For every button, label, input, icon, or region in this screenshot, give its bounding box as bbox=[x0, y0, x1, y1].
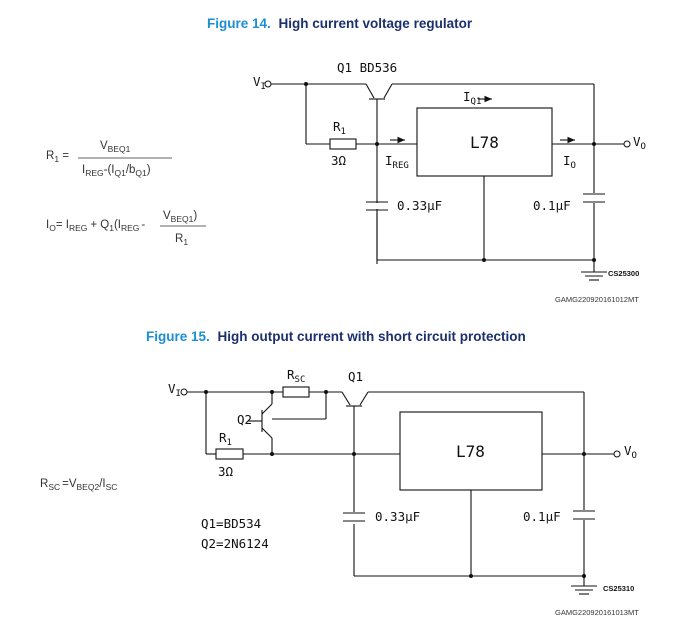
figure-14-vout-label: VO bbox=[633, 134, 646, 152]
figure-15-l78-block bbox=[399, 411, 543, 491]
figure-14-output-cap-label: 0.1µF bbox=[533, 198, 571, 213]
figure-14: Figure 14. High current voltage regulato… bbox=[46, 16, 646, 304]
figure-15-q2-part: Q2=2N6124 bbox=[201, 536, 269, 551]
figure-15-input-capacitor bbox=[343, 512, 365, 522]
figure-15-rsc-resistor bbox=[282, 386, 310, 398]
figure-15-equation-rsc: RSC=VBEQ2/ISC bbox=[40, 478, 117, 492]
figure-15: Figure 15. High output current with shor… bbox=[40, 329, 639, 617]
figure-14-q1-label: Q1 BD536 bbox=[337, 60, 397, 75]
figure-14-r1-resistor bbox=[329, 138, 357, 150]
figure-15-caption: Figure 15. High output current with shor… bbox=[146, 329, 526, 344]
figure-15-output-cap-label: 0.1µF bbox=[523, 509, 561, 524]
figure-14-number: Figure 14. bbox=[207, 16, 271, 31]
figure-14-ground-code: CS25300 bbox=[608, 269, 639, 278]
figure-14-input-capacitor bbox=[366, 201, 388, 211]
eq1-numerator: VBEQ1 bbox=[100, 140, 131, 154]
figure-14-r1-label: R1 bbox=[333, 119, 346, 137]
figure-14-io-label: IO bbox=[563, 153, 576, 171]
figure-14-equation-io: IO= IREG+ Q1(IREG- VBEQ1) R1 bbox=[46, 210, 206, 247]
figure-15-q1-label: Q1 bbox=[348, 369, 363, 384]
figure-14-ireg-label: IREG bbox=[385, 153, 409, 171]
figure-14-vin-label: VI bbox=[253, 74, 266, 92]
figure-15-q1-part: Q1=BD534 bbox=[201, 516, 261, 531]
eq2-main: IO= IREG+ Q1(IREG- bbox=[46, 219, 145, 233]
figure-14-l78-block bbox=[416, 107, 553, 177]
figure-15-l78-label: L78 bbox=[456, 442, 485, 461]
figure-14-title: High current voltage regulator bbox=[279, 16, 473, 31]
figure-15-ground-code: CS25310 bbox=[603, 584, 634, 593]
figure-14-l78-label: L78 bbox=[470, 133, 499, 152]
eq2-numerator: VBEQ1) bbox=[163, 210, 197, 224]
figure-15-title: High output current with short circuit p… bbox=[218, 329, 526, 344]
figure-15-r1-resistor bbox=[215, 448, 244, 460]
figure-15-number: Figure 15. bbox=[146, 329, 210, 344]
eq1-denominator: IREG-(IQ1/bQ1) bbox=[82, 164, 151, 178]
figure-14-equation-r1: R1 = VBEQ1 IREG-(IQ1/bQ1) bbox=[46, 140, 172, 178]
figure-15-q2-label: Q2 bbox=[237, 412, 252, 427]
figure-14-input-cap-label: 0.33µF bbox=[397, 198, 442, 213]
figure-15-rsc-label: RSC bbox=[287, 367, 305, 385]
eq1-lhs: R1 = bbox=[46, 150, 69, 164]
figure-14-figure-code: GAMG220920161012MT bbox=[555, 295, 639, 304]
figure-14-r1-value: 3Ω bbox=[331, 153, 347, 168]
figure-14-iq1-label: IQ1 bbox=[463, 89, 481, 107]
figure-15-figure-code: GAMG220920161013MT bbox=[555, 608, 639, 617]
figure-14-caption: Figure 14. High current voltage regulato… bbox=[207, 16, 473, 31]
figure-15-vin-label: VI bbox=[168, 381, 181, 399]
figure-15-vout-label: VO bbox=[624, 443, 637, 461]
figure-15-output-capacitor bbox=[573, 510, 595, 520]
figure-15-r1-value: 3Ω bbox=[218, 464, 234, 479]
figure-14-output-capacitor bbox=[583, 193, 605, 203]
figure-15-wires bbox=[184, 391, 614, 595]
eq2-denominator: R1 bbox=[175, 233, 188, 247]
figure-15-r1-label: R1 bbox=[219, 430, 232, 448]
figure-15-input-cap-label: 0.33µF bbox=[375, 509, 420, 524]
